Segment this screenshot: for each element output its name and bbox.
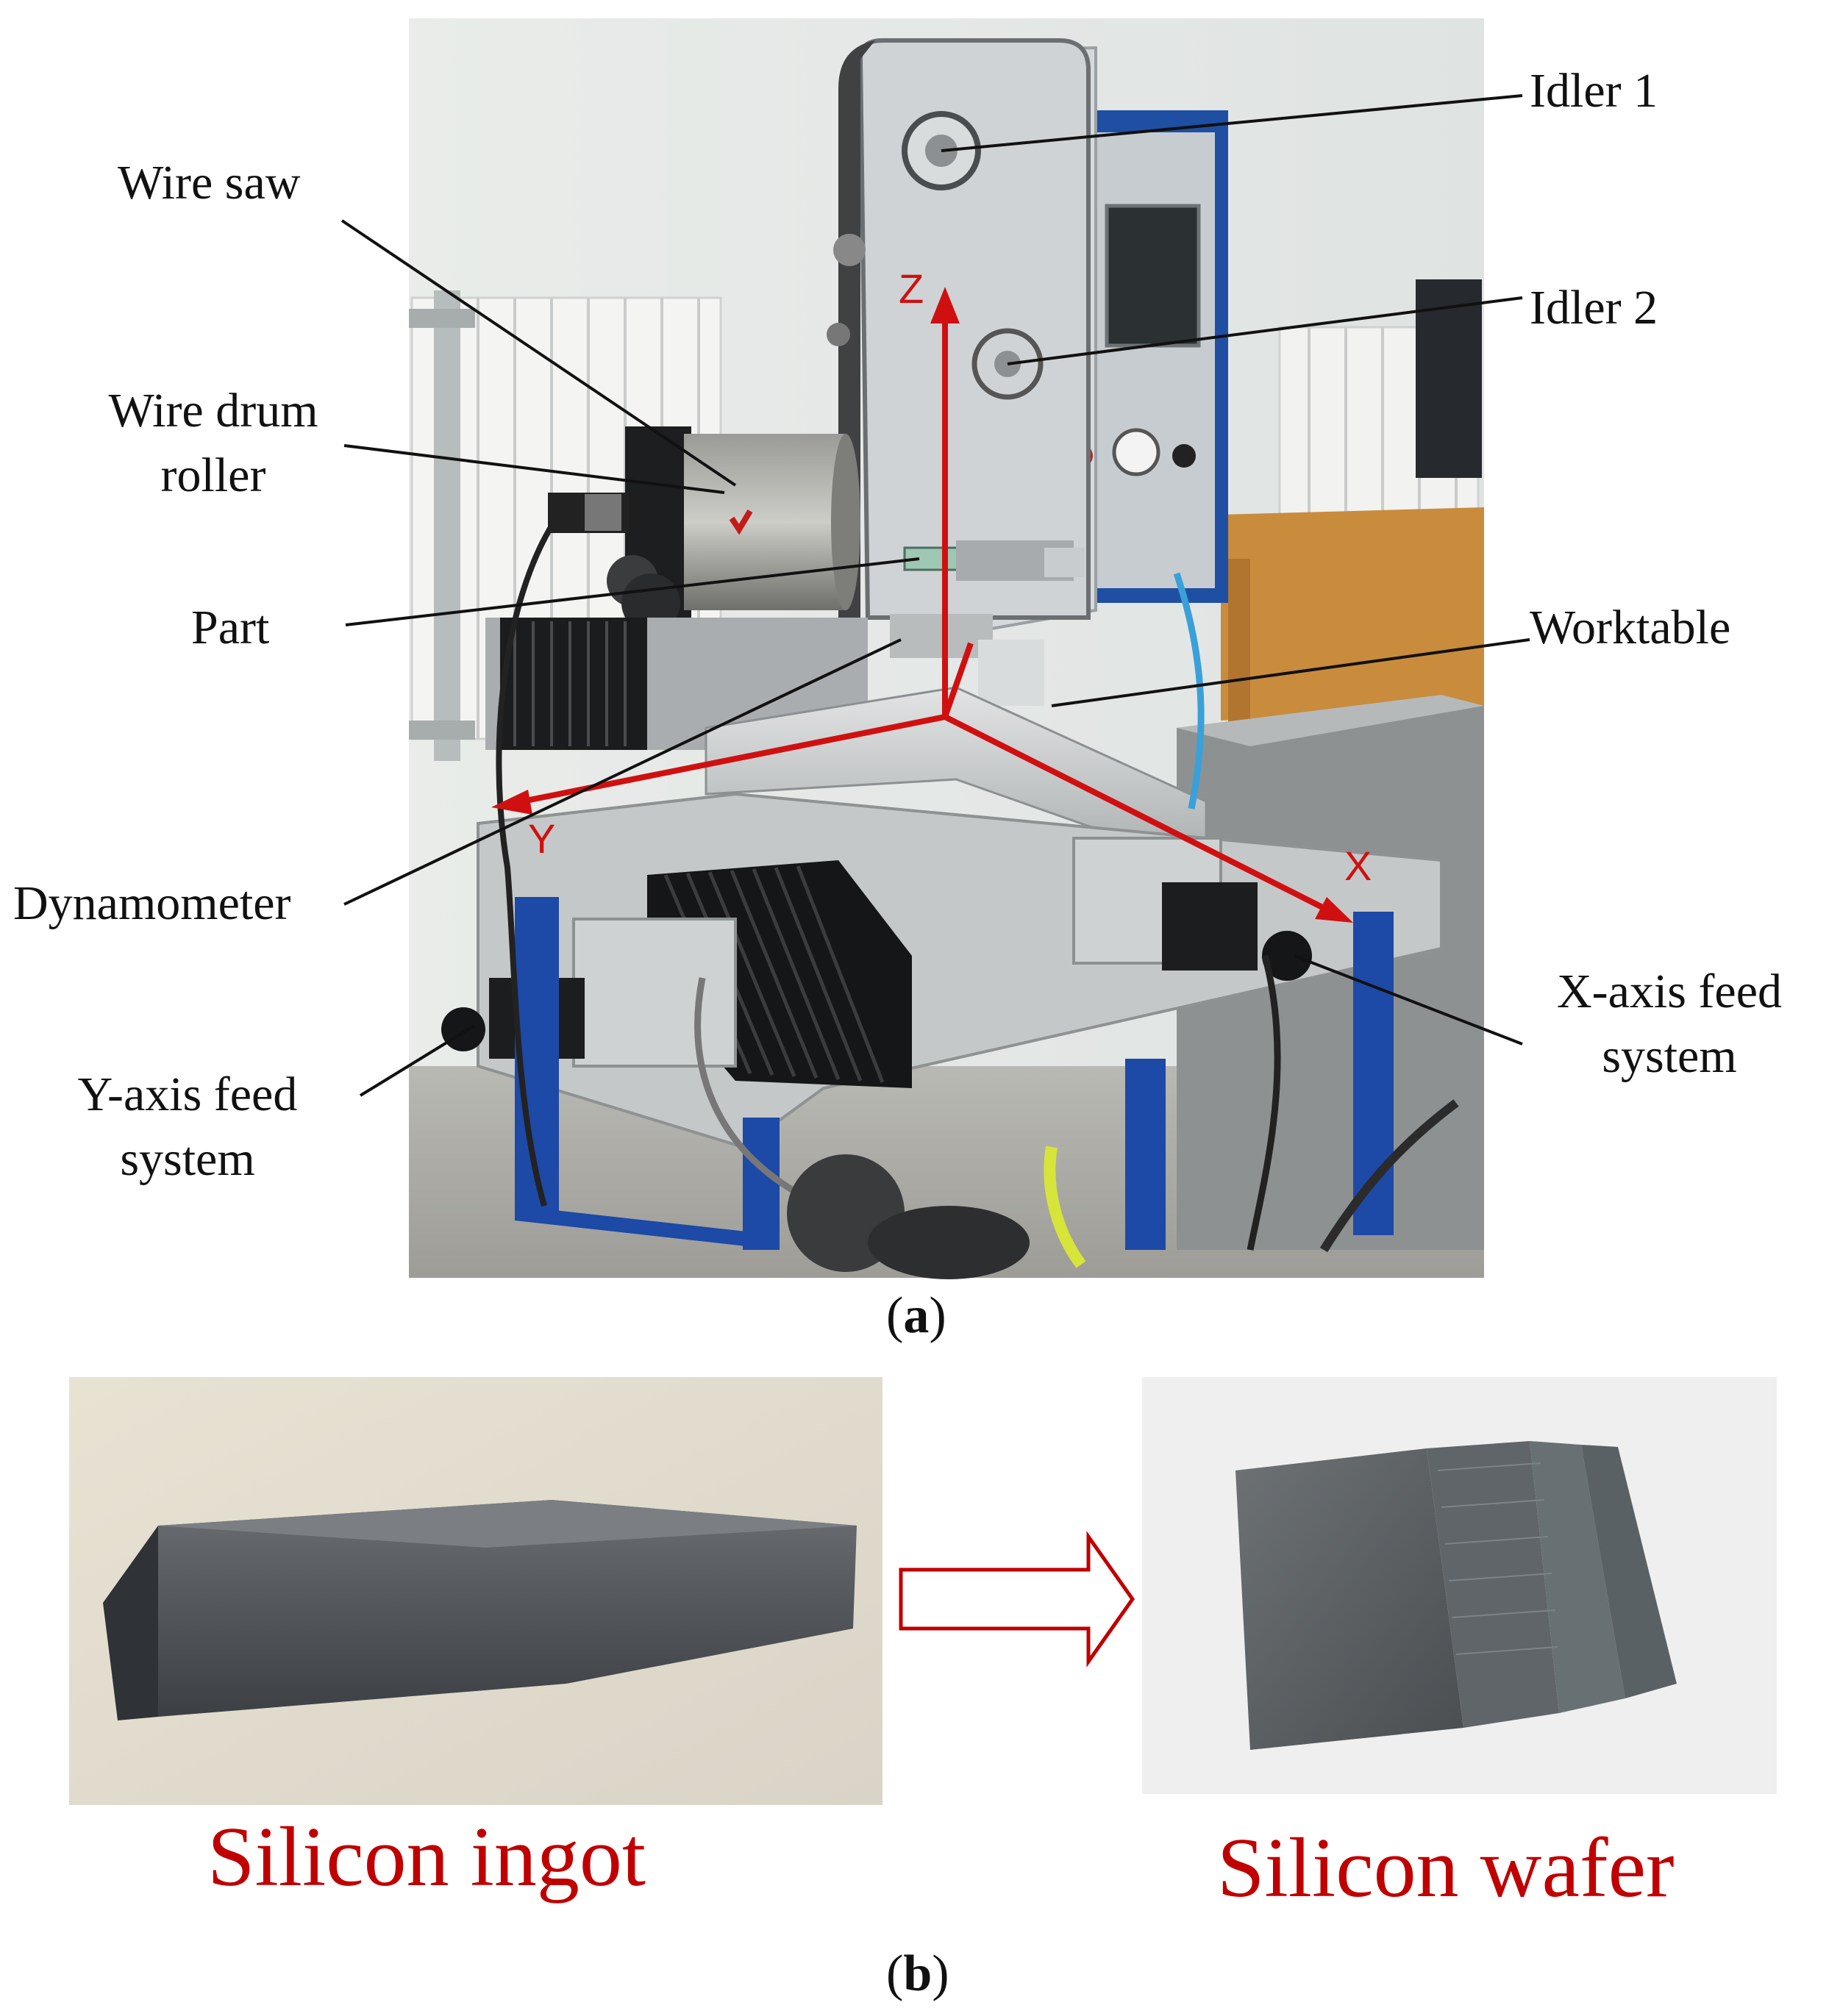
label-wire-drum-roller-line2: roller	[160, 448, 266, 502]
label-y-axis-feed-line1: Y-axis feed	[77, 1068, 298, 1121]
leader-lines	[340, 94, 1530, 1097]
panel-a-photo	[409, 18, 1484, 1279]
label-x-axis-feed-line2: system	[1602, 1029, 1737, 1083]
caption-b: (b)	[886, 1945, 949, 2002]
caption-a-letter: a	[903, 1287, 930, 1344]
label-worktable: Worktable	[1530, 601, 1731, 654]
axis-label-y: Y	[528, 815, 556, 862]
label-y-axis-feed-system: Y-axis feed system	[44, 1066, 331, 1188]
process-arrow	[899, 1531, 1135, 1668]
label-x-axis-feed-line1: X-axis feed	[1556, 965, 1783, 1018]
label-idler-2: Idler 2	[1530, 281, 1658, 335]
silicon-ingot-photo	[69, 1377, 882, 1805]
axis-label-x: X	[1344, 843, 1372, 889]
label-dynamometer: Dynamometer	[13, 876, 291, 930]
label-part: Part	[191, 601, 270, 654]
label-wire-drum-roller: Wire drum roller	[81, 382, 346, 504]
label-y-axis-feed-line2: system	[120, 1132, 255, 1186]
label-idler-1: Idler 1	[1530, 64, 1658, 118]
label-wire-saw: Wire saw	[118, 156, 301, 210]
label-silicon-wafer: Silicon wafer	[1217, 1821, 1675, 1915]
silicon-wafer-photo	[1142, 1377, 1777, 1794]
label-wire-drum-roller-line1: Wire drum	[108, 384, 318, 437]
label-x-axis-feed-system: X-axis feed system	[1526, 963, 1813, 1085]
axis-label-z: Z	[899, 265, 924, 312]
caption-b-letter: b	[903, 1945, 933, 2002]
caption-a: (a)	[886, 1287, 946, 1344]
label-silicon-ingot: Silicon ingot	[207, 1810, 646, 1904]
